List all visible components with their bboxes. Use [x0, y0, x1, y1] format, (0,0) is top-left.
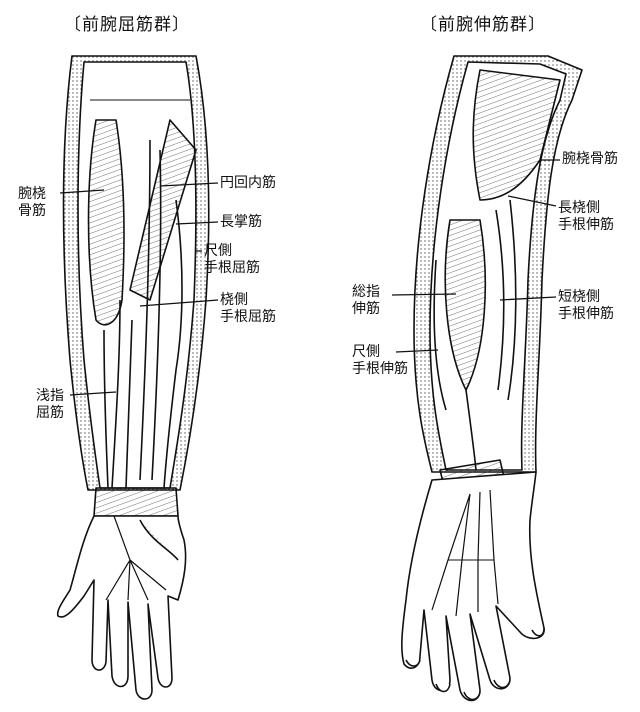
label-line: 伸筋 [352, 301, 380, 317]
right-forearm [401, 55, 583, 702]
panel-title-flexors: 〔前腕屈筋群〕 [64, 15, 190, 35]
label-line: 尺側 [204, 243, 232, 259]
label-line: 桡側 [220, 292, 248, 308]
label-brachioradialis-flexor: 腕桡 骨筋 [18, 186, 46, 220]
label-extensor-carpi-radialis-longus: 長桡側 手根伸筋 [558, 200, 614, 234]
label-extensor-carpi-ulnaris: 尺側 手根伸筋 [352, 344, 408, 378]
label-line: 手根伸筋 [352, 361, 408, 377]
label-line: 尺側 [352, 344, 380, 360]
label-line: 長桡側 [558, 200, 600, 216]
label-line: 手根伸筋 [558, 217, 614, 233]
right-leader-lines [391, 159, 560, 353]
left-forearm [56, 55, 210, 700]
label-flexor-carpi-radialis: 桡側 手根屈筋 [220, 292, 276, 326]
label-flexor-carpi-ulnaris: 尺側 手根屈筋 [204, 243, 260, 277]
panel-title-extensors: 〔前腕伸筋群〕 [420, 15, 546, 35]
label-pronator-teres: 円回内筋 [220, 175, 276, 192]
label-line: 手根屈筋 [220, 309, 276, 325]
label-line: 骨筋 [18, 203, 46, 219]
label-line: 手根屈筋 [204, 260, 260, 276]
label-flexor-digitorum-superficialis: 浅指 屈筋 [36, 388, 64, 422]
label-line: 総指 [352, 284, 380, 300]
label-line: 腕桡骨筋 [562, 151, 618, 167]
label-brachioradialis-extensor: 腕桡骨筋 [562, 151, 618, 168]
label-extensor-digitorum: 総指 伸筋 [352, 284, 380, 318]
label-line: 浅指 [36, 388, 64, 404]
label-line: 腕桡 [18, 186, 46, 202]
label-line: 円回内筋 [220, 175, 276, 191]
label-line: 屈筋 [36, 405, 64, 421]
label-line: 長掌筋 [220, 214, 262, 230]
label-palmaris-longus: 長掌筋 [220, 214, 262, 231]
label-extensor-carpi-radialis-brevis: 短桡側 手根伸筋 [558, 289, 614, 323]
label-line: 手根伸筋 [558, 306, 614, 322]
left-leader-lines [59, 182, 219, 396]
label-line: 短桡側 [558, 289, 600, 305]
